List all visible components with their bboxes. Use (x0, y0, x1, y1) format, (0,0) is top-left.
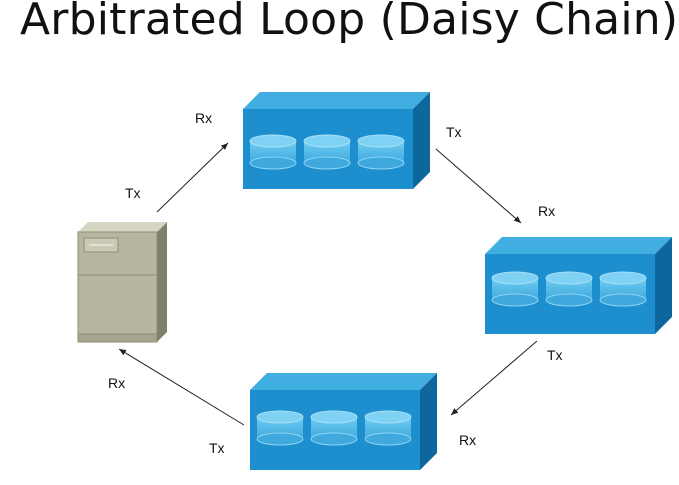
link-arrow-server-to-top (156, 142, 229, 213)
right-array-rx-label: Rx (538, 203, 555, 219)
disk-icon (491, 271, 539, 307)
disk-icon (256, 410, 304, 446)
page-title: Arbitrated Loop (Daisy Chain) (20, 0, 679, 45)
disk-icon (599, 271, 647, 307)
bottom-array-tx-label: Tx (209, 440, 225, 456)
server-rx-label: Rx (108, 375, 125, 391)
server-icon (77, 222, 167, 343)
disk-icon (310, 410, 358, 446)
disk-icon (249, 134, 297, 170)
top-array-tx-label: Tx (446, 124, 462, 140)
storage-array-bottom (250, 373, 437, 470)
disk-icon (357, 134, 405, 170)
link-arrow-right-to-bottom (450, 340, 538, 416)
right-array-tx-label: Tx (547, 347, 563, 363)
disk-icon (545, 271, 593, 307)
bottom-array-rx-label: Rx (459, 432, 476, 448)
link-arrow-bottom-to-server (118, 348, 245, 426)
disk-icon (303, 134, 351, 170)
top-array-rx-label: Rx (195, 110, 212, 126)
storage-array-icon (243, 92, 430, 189)
disk-icon (364, 410, 412, 446)
storage-array-icon (485, 237, 672, 334)
link-arrow-top-to-right (435, 148, 522, 224)
storage-array-top (243, 92, 430, 189)
storage-array-right (485, 237, 672, 334)
storage-array-icon (250, 373, 437, 470)
server-tx-label: Tx (125, 185, 141, 201)
